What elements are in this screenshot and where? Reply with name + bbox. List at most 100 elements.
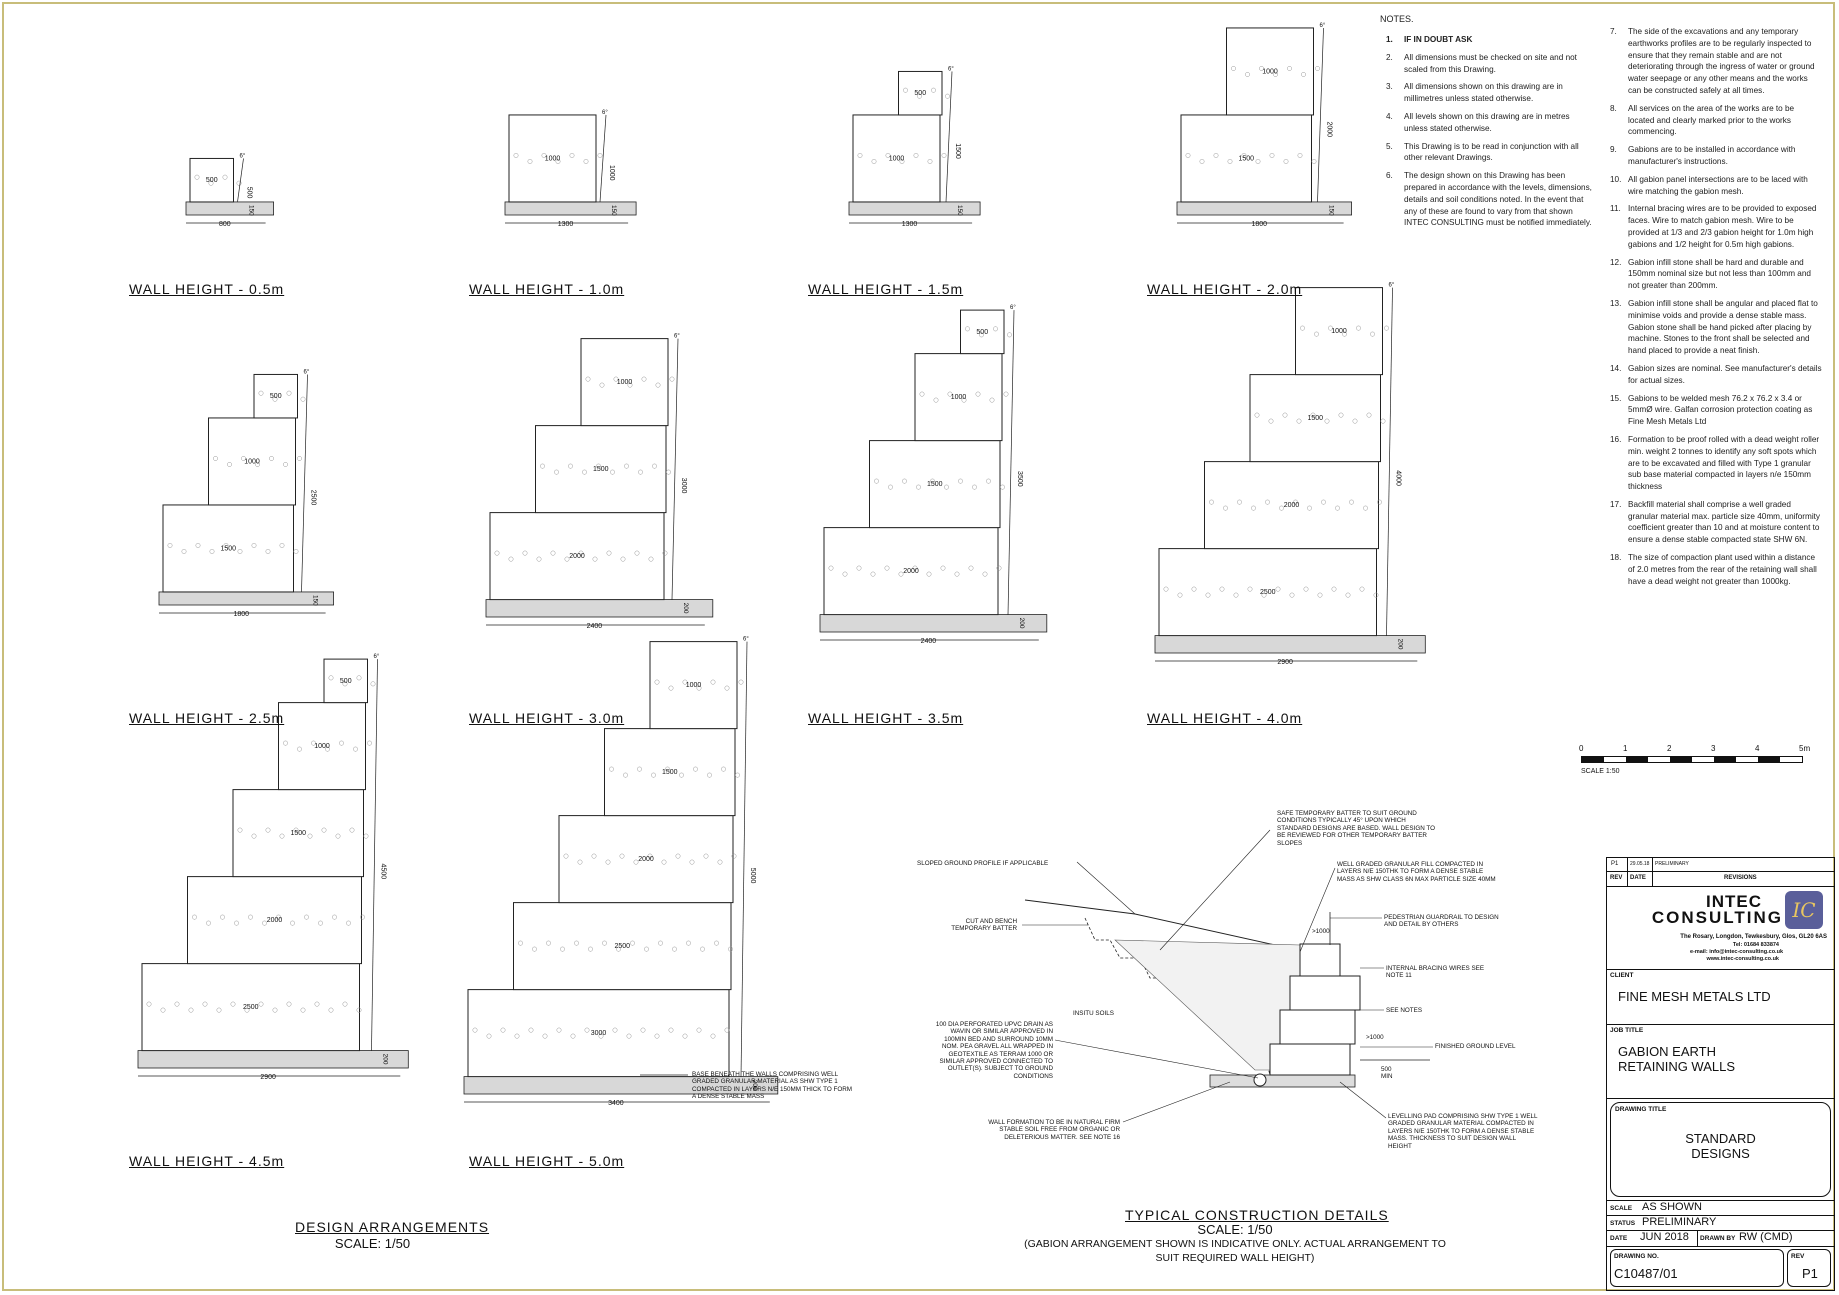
scale-field-label: SCALE: [1610, 1205, 1633, 1212]
stone-mark: [652, 463, 657, 469]
stone-mark: [555, 159, 561, 164]
stone-mark: [1324, 418, 1330, 424]
levelling-pad: [137, 1050, 409, 1069]
rev-header-desc: REVISIONS: [1724, 875, 1757, 881]
height-dimension-label: 1000: [608, 165, 615, 181]
gabion-basket: [189, 157, 234, 203]
note-text: Gabion sizes are nominal. See manufactur…: [1628, 363, 1822, 385]
stone-mark: [554, 469, 559, 475]
annotation-leader: [1054, 1039, 1259, 1079]
stone-mark: [563, 853, 569, 859]
stone-mark: [931, 87, 936, 93]
pad-dimension-label: 200: [682, 603, 689, 614]
height-dimension-line: [1007, 310, 1015, 615]
company-block: INTEC CONSULTING IC The Rosary, Longdon,…: [1607, 887, 1834, 969]
note-item: 15.Gabions to be welded mesh 76.2 x 76.2…: [1610, 393, 1822, 428]
tier-width-label: 1000: [889, 155, 905, 162]
stone-mark: [696, 685, 702, 691]
stone-mark: [556, 1027, 562, 1033]
stone-mark: [356, 1007, 362, 1013]
stone-mark: [560, 946, 565, 952]
stone-mark: [714, 940, 719, 946]
note-item: 10.All gabion panel intersections are to…: [1610, 174, 1822, 198]
base-dimension-label: 2400: [587, 623, 603, 630]
stone-mark: [648, 556, 654, 562]
gabion-basket: [580, 338, 669, 427]
stone-mark: [592, 556, 598, 562]
tier-width-label: 500: [914, 90, 926, 97]
stone-mark: [903, 87, 908, 93]
client-name: FINE MESH METALS LTD: [1618, 989, 1771, 1004]
note-item: 12.Gabion infill stone shall be hard and…: [1610, 257, 1822, 292]
stone-mark: [311, 740, 316, 746]
stone-mark: [293, 549, 299, 554]
drawing-title-2: DESIGNS: [1691, 1146, 1750, 1161]
height-dimension-label: 3500: [1016, 471, 1023, 487]
note-number: 7.: [1610, 27, 1617, 36]
job-title-1: GABION EARTH: [1618, 1044, 1717, 1059]
stone-mark: [160, 1007, 166, 1013]
note-text: All dimensions must be checked on site a…: [1404, 52, 1577, 74]
batter-angle-label: 6°: [1320, 23, 1326, 29]
note-text: All levels shown on this drawing are in …: [1404, 111, 1570, 133]
gabion-basket: [323, 658, 368, 704]
stone-mark: [188, 1007, 194, 1013]
note-number: 16.: [1610, 434, 1622, 444]
stone-mark: [669, 376, 675, 382]
stone-mark: [1300, 325, 1305, 331]
note-text: The size of compaction plant used within…: [1628, 553, 1817, 586]
stone-mark: [1268, 418, 1274, 424]
gabion-basket: [823, 527, 999, 616]
stone-mark: [689, 859, 695, 865]
base-dimension-label: 800: [219, 221, 231, 228]
stone-mark: [828, 565, 834, 571]
construction-details-scale: SCALE: 1/50: [1197, 1222, 1273, 1237]
tier-width-label: 1000: [617, 379, 633, 386]
pad-dimension-label: 200: [751, 1080, 758, 1091]
stone-mark: [1289, 592, 1295, 598]
note-item: 9.Gabions are to be installed in accorda…: [1610, 144, 1822, 168]
height-dimension-line: [1386, 287, 1393, 636]
gabion-basket: [208, 417, 296, 506]
stone-mark: [527, 159, 533, 164]
stone-mark: [325, 746, 330, 752]
stone-mark: [209, 549, 215, 554]
stone-mark: [542, 1033, 548, 1039]
company-tel: Tel: 01684 833874: [1732, 942, 1779, 948]
gabion-basket: [278, 702, 366, 791]
stone-mark: [318, 920, 323, 926]
stone-mark: [528, 1027, 534, 1033]
note-item: 1.IF IN DOUBT ASK: [1386, 34, 1594, 46]
gabion-basket: [869, 440, 1001, 529]
job-title-2: RETAINING WALLS: [1618, 1059, 1736, 1074]
gabion-basket: [467, 989, 730, 1078]
scale-tick-label: 3: [1711, 744, 1716, 753]
stone-mark: [346, 920, 351, 926]
note-number: 5.: [1386, 141, 1393, 151]
scale-tick-label: 4: [1755, 744, 1760, 753]
stone-mark: [300, 396, 306, 402]
stone-mark: [672, 946, 677, 952]
stone-mark: [933, 397, 939, 403]
note-number: 8.: [1610, 103, 1617, 113]
levelling-pad: [819, 614, 1048, 633]
stone-mark: [1363, 505, 1368, 511]
stone-mark: [265, 827, 271, 833]
tier-width-label: 500: [340, 678, 352, 685]
tier-width-label: 500: [976, 329, 988, 336]
gabion-basket: [1226, 27, 1314, 116]
tier-width-label: 1500: [220, 545, 236, 552]
stone-mark: [286, 390, 292, 396]
tier-width-label: 1000: [686, 682, 702, 689]
stone-mark: [940, 565, 946, 571]
stone-mark: [314, 1001, 320, 1007]
date-field: JUN 2018: [1640, 1231, 1689, 1243]
stone-mark: [265, 549, 271, 554]
caption-wall-1-5: WALL HEIGHT - 1.5m: [808, 281, 964, 297]
stone-mark: [353, 746, 358, 752]
stone-mark: [286, 1001, 292, 1007]
stone-mark: [606, 550, 612, 556]
stone-mark: [1259, 66, 1264, 71]
stone-mark: [1163, 586, 1169, 592]
